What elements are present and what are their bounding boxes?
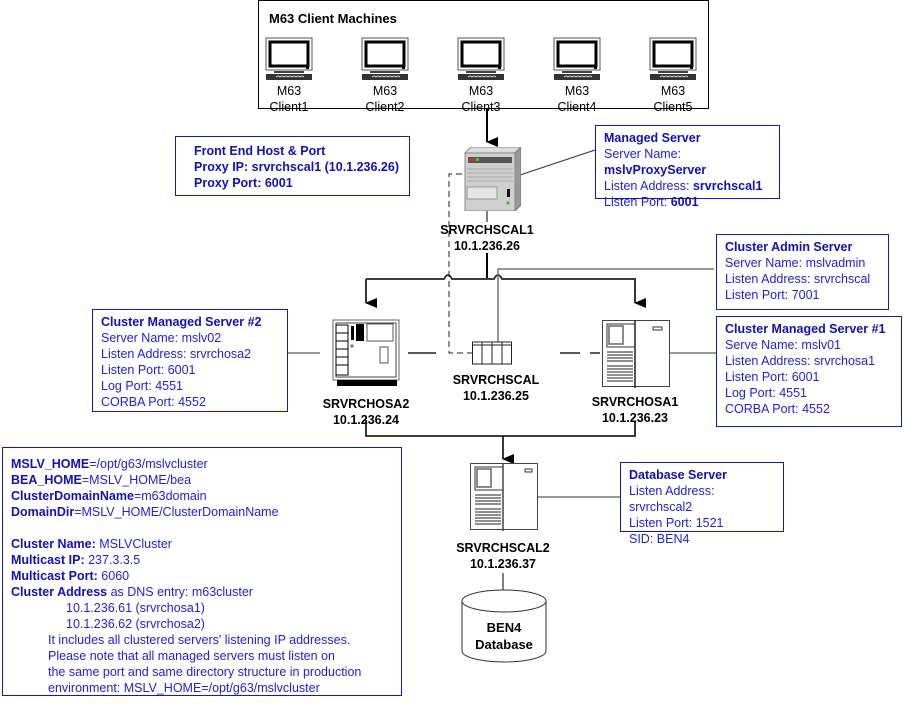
cluster-admin-listen-port: Listen Port: 7001 — [725, 288, 820, 302]
managed-server-info-box: Managed Server Server Name: mslvProxySer… — [595, 125, 780, 209]
cluster-admin-info-box: Cluster Admin Server Server Name: mslvad… — [716, 234, 889, 310]
config-multicast-ip: Multicast IP: 237.3.3.5 — [11, 553, 141, 567]
cms2-corba-port: CORBA Port: 4552 — [101, 395, 206, 409]
cms1-listen-port: Listen Port: 6001 — [725, 370, 820, 384]
proxy-admin-dashed-link — [448, 173, 472, 354]
admin-server-hub-icon — [472, 341, 512, 365]
workstation-icon — [265, 37, 313, 80]
front-end-proxy-ip: Proxy IP: srvrchscal1 (10.1.236.26) — [194, 160, 399, 174]
proxy-to-managed-box-line — [519, 149, 596, 176]
cms2-log-port: Log Port: 4551 — [101, 379, 184, 393]
cms1-listen-address: Listen Address: srvrchosa1 — [725, 354, 876, 368]
db-server-listen-port: Listen Port: 1521 — [629, 516, 724, 530]
config-cluster-name: Cluster Name: MSLVCluster — [11, 537, 172, 551]
client-group-title: M63 Client Machines — [269, 11, 397, 26]
cms2-server-name: Server Name: mslv02 — [101, 331, 222, 345]
config-note-1: It includes all clustered servers' liste… — [48, 633, 351, 647]
client-machines-group: M63 Client Machines M63 Client1 M63 Clie… — [258, 0, 709, 114]
config-note-2: Please note that all managed servers mus… — [48, 649, 335, 663]
cluster-admin-server-name: Server Name: mslvadmin — [725, 256, 866, 270]
managed-server-title: Managed Server — [604, 131, 701, 145]
front-end-info-box: Front End Host & Port Proxy IP: srvrchsc… — [175, 136, 410, 196]
cluster-managed-server-2-box: Cluster Managed Server #2 Server Name: m… — [92, 309, 288, 412]
cms1-log-port: Log Port: 4551 — [725, 386, 808, 400]
client-machine: M63 Client5 — [638, 37, 708, 115]
workstation-icon — [361, 37, 409, 80]
cms2-title: Cluster Managed Server #2 — [101, 315, 262, 329]
config-note-4: environment: MSLV_HOME=/opt/g63/mslvclus… — [48, 681, 320, 695]
admin-to-admin-box-line — [497, 268, 714, 353]
config-address-1: 10.1.236.61 (srvrchosa1) — [66, 601, 205, 615]
config-bea-home: BEA_HOME=MSLV_HOME/bea — [11, 473, 192, 487]
mainframe-server-icon — [332, 319, 400, 386]
db-host-label: SRVRCHSCAL2 10.1.236.37 — [456, 541, 550, 571]
osa1-host-label: SRVRCHOSA1 10.1.236.23 — [591, 395, 679, 425]
client-machine: M63 Client1 — [254, 37, 324, 115]
config-cluster-address: Cluster Address as DNS entry: m63cluster — [11, 585, 253, 599]
cms1-server-name: Serve Name: mslv01 — [725, 338, 842, 352]
workstation-icon — [553, 37, 601, 80]
cluster-distribution-bus — [366, 274, 636, 292]
config-domain-name: ClusterDomainName=m63domain — [11, 489, 207, 503]
cms2-listen-port: Listen Port: 6001 — [101, 363, 196, 377]
cluster-configuration-box: MSLV_HOME=/opt/g63/mslvcluster BEA_HOME=… — [2, 447, 402, 696]
tower-server-icon — [602, 320, 670, 388]
cms2-listen-address: Listen Address: srvrchosa2 — [101, 347, 252, 361]
db-server-sid: SID: BEN4 — [629, 532, 690, 546]
front-end-proxy-port: Proxy Port: 6001 — [194, 176, 293, 190]
cms1-corba-port: CORBA Port: 4552 — [725, 402, 830, 416]
cluster-admin-listen-address: Listen Address: srvrchscal — [725, 272, 871, 286]
client-machine: M63 Client2 — [350, 37, 420, 115]
config-multicast-port: Multicast Port: 6060 — [11, 569, 130, 583]
tower-server-icon — [463, 147, 521, 211]
config-address-2: 10.1.236.62 (srvrchosa2) — [66, 617, 205, 631]
managed-server-name: Server Name: mslvProxyServer — [604, 147, 707, 177]
cluster-managed-server-1-box: Cluster Managed Server #1 Serve Name: ms… — [716, 316, 902, 427]
workstation-icon — [457, 37, 505, 80]
client-machine: M63 Client3 — [446, 37, 516, 115]
managed-server-listen-port: Listen Port: 6001 — [604, 195, 699, 209]
database-server-icon — [470, 463, 538, 531]
managed-server-listen-address: Listen Address: srvrchscal1 — [604, 179, 763, 193]
database-label: BEN4 Database — [475, 620, 533, 652]
osa2-host-label: SRVRCHOSA2 10.1.236.24 — [322, 397, 410, 427]
config-mslv-home: MSLV_HOME=/opt/g63/mslvcluster — [11, 457, 208, 471]
cms1-title: Cluster Managed Server #1 — [725, 322, 886, 336]
proxy-host-label: SRVRCHSCAL1 10.1.236.26 — [440, 223, 534, 253]
client-machine: M63 Client4 — [542, 37, 612, 115]
database-server-info-box: Database Server Listen Address: srvrchsc… — [620, 462, 784, 546]
config-domain-dir: DomainDir=MSLV_HOME/ClusterDomainName — [11, 505, 279, 519]
workstation-icon — [649, 37, 697, 80]
database-cylinder-icon — [461, 589, 547, 663]
db-server-listen-address: Listen Address: srvrchscal2 — [629, 484, 715, 514]
cluster-admin-title: Cluster Admin Server — [725, 240, 853, 254]
front-end-title: Front End Host & Port — [194, 144, 326, 158]
config-note-3: the same port and same directory structu… — [48, 665, 362, 679]
db-bus — [365, 420, 636, 437]
db-server-title: Database Server — [629, 468, 727, 482]
admin-host-label: SRVRCHSCAL 10.1.236.25 — [452, 373, 540, 403]
